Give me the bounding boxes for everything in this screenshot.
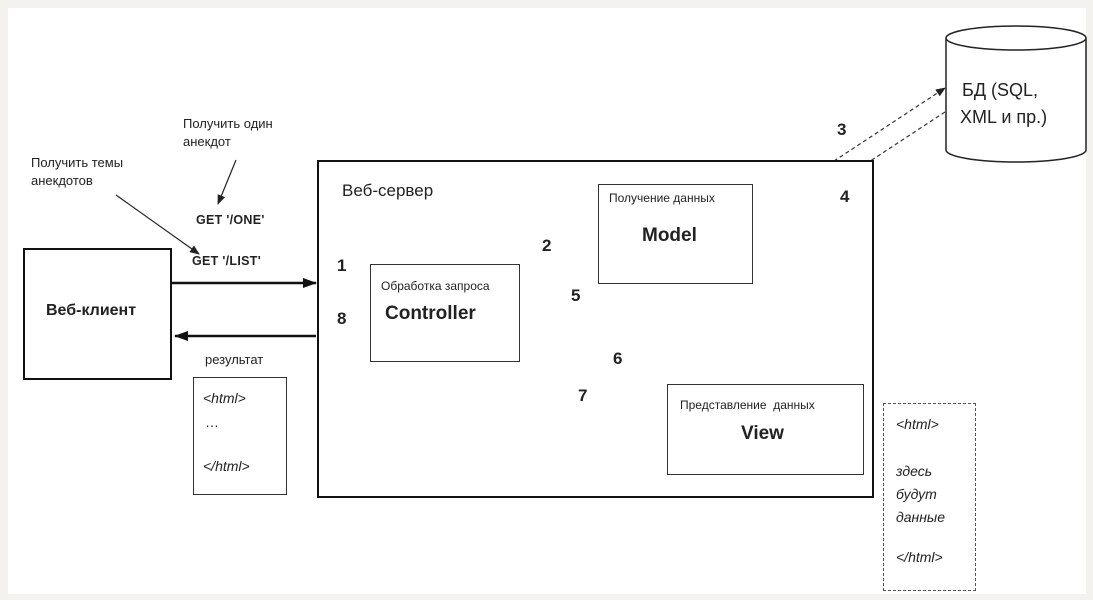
step-5: 5 [571,286,581,305]
result-document [193,377,287,495]
one-note-line2: анекдот [183,134,231,149]
template-line5: </html> [896,549,943,565]
step-1: 1 [337,256,347,275]
database-label-line2: XML и пр.) [960,107,1048,127]
get-one-request: GET '/ONE' [196,213,265,227]
step-7: 7 [578,386,588,405]
list-note-line1: Получить темы [31,155,124,170]
template-line3: будут [896,486,937,502]
template-document [883,403,976,591]
controller-box [370,264,520,362]
list-note-line2: анекдотов [31,173,93,188]
template-line1: <html> [896,416,939,432]
template-line4: данные [896,509,946,525]
database-label-line1: БД (SQL, [962,80,1039,100]
controller-caption: Обработка запроса [381,279,490,293]
web-client-box [23,248,172,380]
model-name: Model [642,225,697,246]
step-3: 3 [837,120,847,139]
result-line3: </html> [203,458,250,474]
view-caption: Представление данных [680,398,815,412]
one-note-line1: Получить один [183,116,273,131]
result-line1: <html> [203,390,246,406]
result-label: результат [205,352,264,367]
view-box [667,384,864,475]
model-box [598,184,753,284]
template-line2: здесь [896,463,933,479]
controller-name: Controller [385,303,476,324]
step-4: 4 [840,187,850,206]
model-caption: Получение данных [609,191,715,205]
get-list-request: GET '/LIST' [192,254,261,268]
one-note-pointer [217,159,237,205]
database-cylinder [945,25,1087,163]
web-client-label: Веб-клиент [46,302,137,319]
step-6: 6 [613,349,623,368]
list-note-pointer [115,194,200,255]
web-server-title: Веб-сервер [342,181,434,200]
step-8: 8 [337,309,347,328]
view-name: View [741,423,784,444]
result-line2: … [205,414,219,430]
step-2: 2 [542,236,552,255]
